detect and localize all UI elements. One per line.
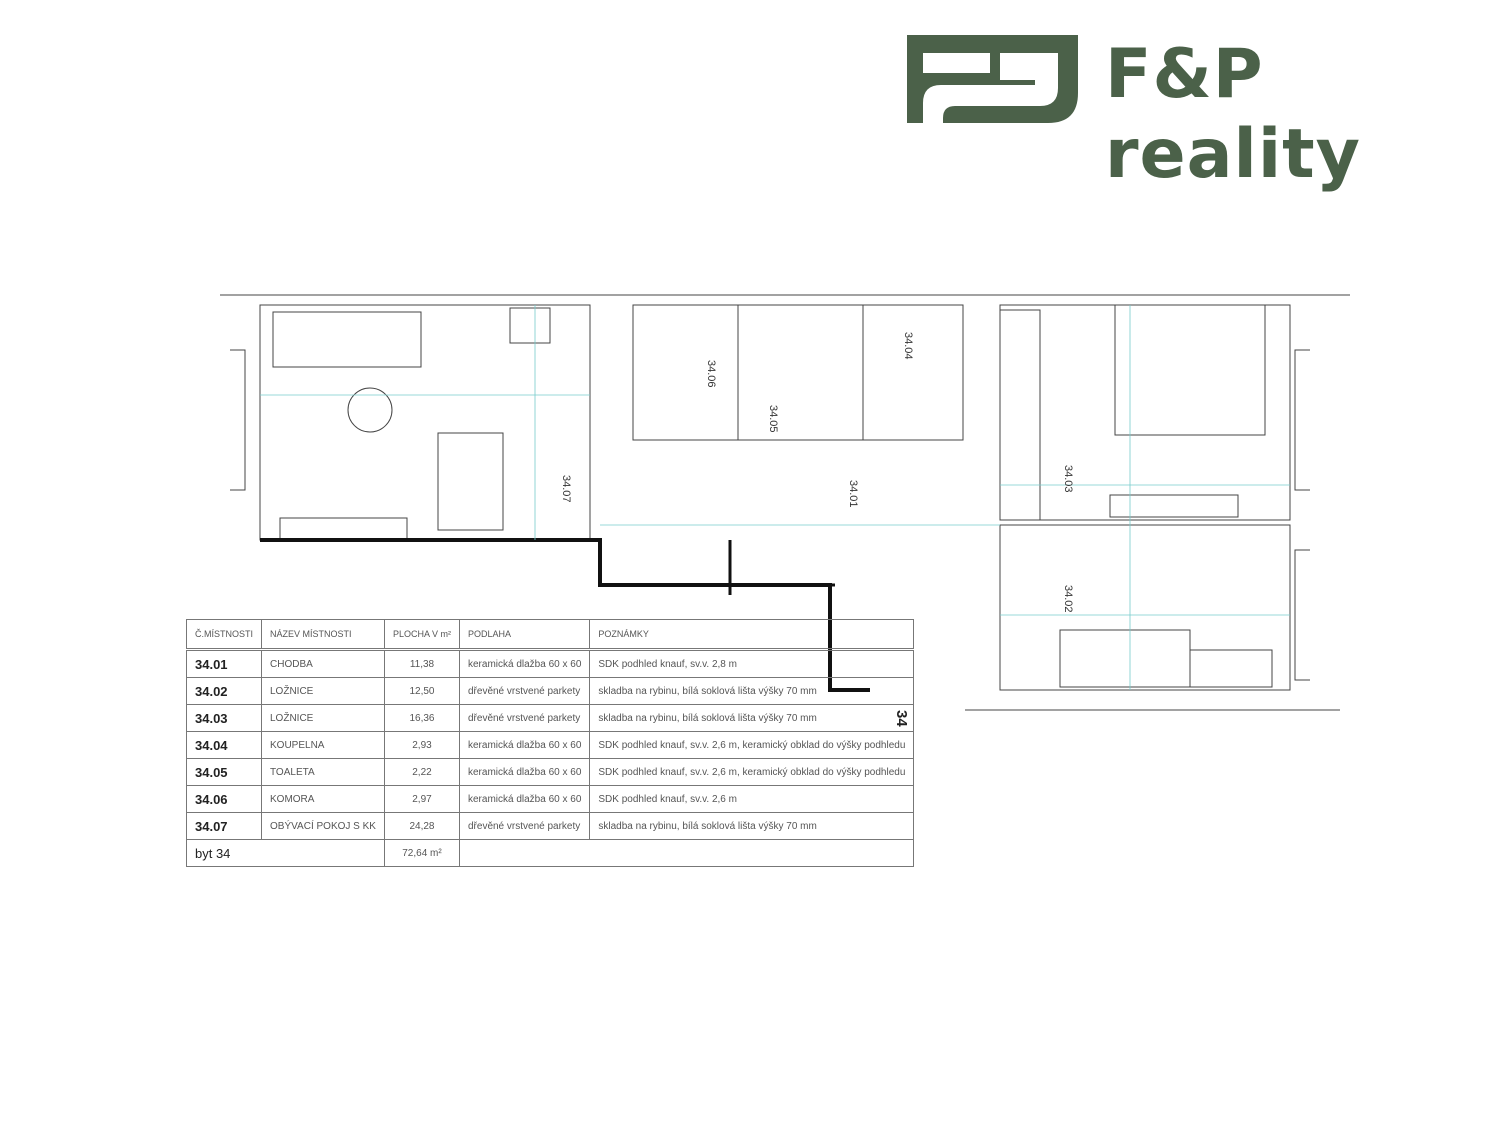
cell-name: TOALETA	[261, 758, 385, 786]
cell-num: 34.07	[186, 812, 262, 840]
cell-floor: keramická dlažba 60 x 60	[458, 649, 591, 678]
cell-num: 34.04	[186, 731, 262, 759]
cell-name: LOŽNICE	[261, 677, 385, 705]
cell-area: 12,50	[383, 677, 460, 705]
cell-name: LOŽNICE	[261, 704, 385, 732]
cell-name: KOUPELNA	[261, 731, 385, 759]
cell-area: 24,28	[383, 812, 460, 840]
cell-num: 34.02	[186, 677, 262, 705]
cell-area: 11,38	[383, 649, 460, 678]
cell-note: SDK podhled knauf, sv.v. 2,6 m	[589, 785, 915, 813]
total-label: byt 34	[186, 839, 385, 867]
room-label: 34.02	[1062, 585, 1074, 613]
brand-name: F&P reality	[1105, 35, 1361, 194]
room-label: 34.05	[767, 405, 779, 433]
cell-area: 2,97	[383, 785, 460, 813]
total-row: byt 34 72,64 m²	[186, 839, 915, 867]
room-label: 34.03	[1062, 465, 1074, 493]
cell-num: 34.06	[186, 785, 262, 813]
cell-name: OBÝVACÍ POKOJ S KK	[261, 812, 385, 840]
cell-area: 2,93	[383, 731, 460, 759]
brand-logo: F&P reality	[905, 33, 1495, 194]
cell-floor: dřevěné vrstvené parkety	[458, 812, 591, 840]
cell-name: CHODBA	[261, 649, 385, 678]
total-empty-cell	[459, 839, 915, 867]
header-cell: PLOCHA V m²	[383, 619, 460, 651]
cell-note: SDK podhled knauf, sv.v. 2,6 m, keramick…	[589, 758, 915, 786]
cell-num: 34.03	[186, 704, 262, 732]
cell-note: skladba na rybinu, bílá soklová lišta vý…	[589, 704, 915, 732]
cell-floor: dřevěné vrstvené parkety	[458, 677, 591, 705]
cell-note: skladba na rybinu, bílá soklová lišta vý…	[589, 812, 915, 840]
room-label: 34.06	[705, 360, 717, 388]
cell-note: skladba na rybinu, bílá soklová lišta vý…	[589, 677, 915, 705]
fp-logo-mark-icon	[907, 35, 1078, 125]
room-label: 34.07	[560, 475, 572, 503]
cell-floor: keramická dlažba 60 x 60	[458, 758, 591, 786]
cell-floor: dřevěné vrstvené parkety	[458, 704, 591, 732]
header-cell: NÁZEV MÍSTNOSTI	[261, 619, 385, 651]
cell-note: SDK podhled knauf, sv.v. 2,6 m, keramick…	[589, 731, 915, 759]
cell-name: KOMORA	[261, 785, 385, 813]
cell-num: 34.01	[186, 649, 262, 678]
cell-num: 34.05	[186, 758, 262, 786]
room-label: 34.01	[847, 480, 859, 508]
room-label: 34.04	[902, 332, 914, 360]
cell-floor: keramická dlažba 60 x 60	[458, 785, 591, 813]
header-cell: Č.MÍSTNOSTI	[186, 619, 262, 651]
header-cell: PODLAHA	[458, 619, 591, 651]
cell-area: 16,36	[383, 704, 460, 732]
total-area: 72,64 m²	[383, 839, 460, 867]
floor-plan: 34.01 34.02 34.03 34.04 34.05 34.06 34.0…	[220, 294, 1350, 727]
room-table: Č.MÍSTNOSTI NÁZEV MÍSTNOSTI PLOCHA V m² …	[186, 619, 915, 867]
cell-area: 2,22	[383, 758, 460, 786]
cell-floor: keramická dlažba 60 x 60	[458, 731, 591, 759]
table-header-row: Č.MÍSTNOSTI NÁZEV MÍSTNOSTI PLOCHA V m² …	[186, 619, 915, 651]
header-cell: POZNÁMKY	[589, 619, 915, 651]
cell-note: SDK podhled knauf, sv.v. 2,8 m	[589, 649, 915, 678]
